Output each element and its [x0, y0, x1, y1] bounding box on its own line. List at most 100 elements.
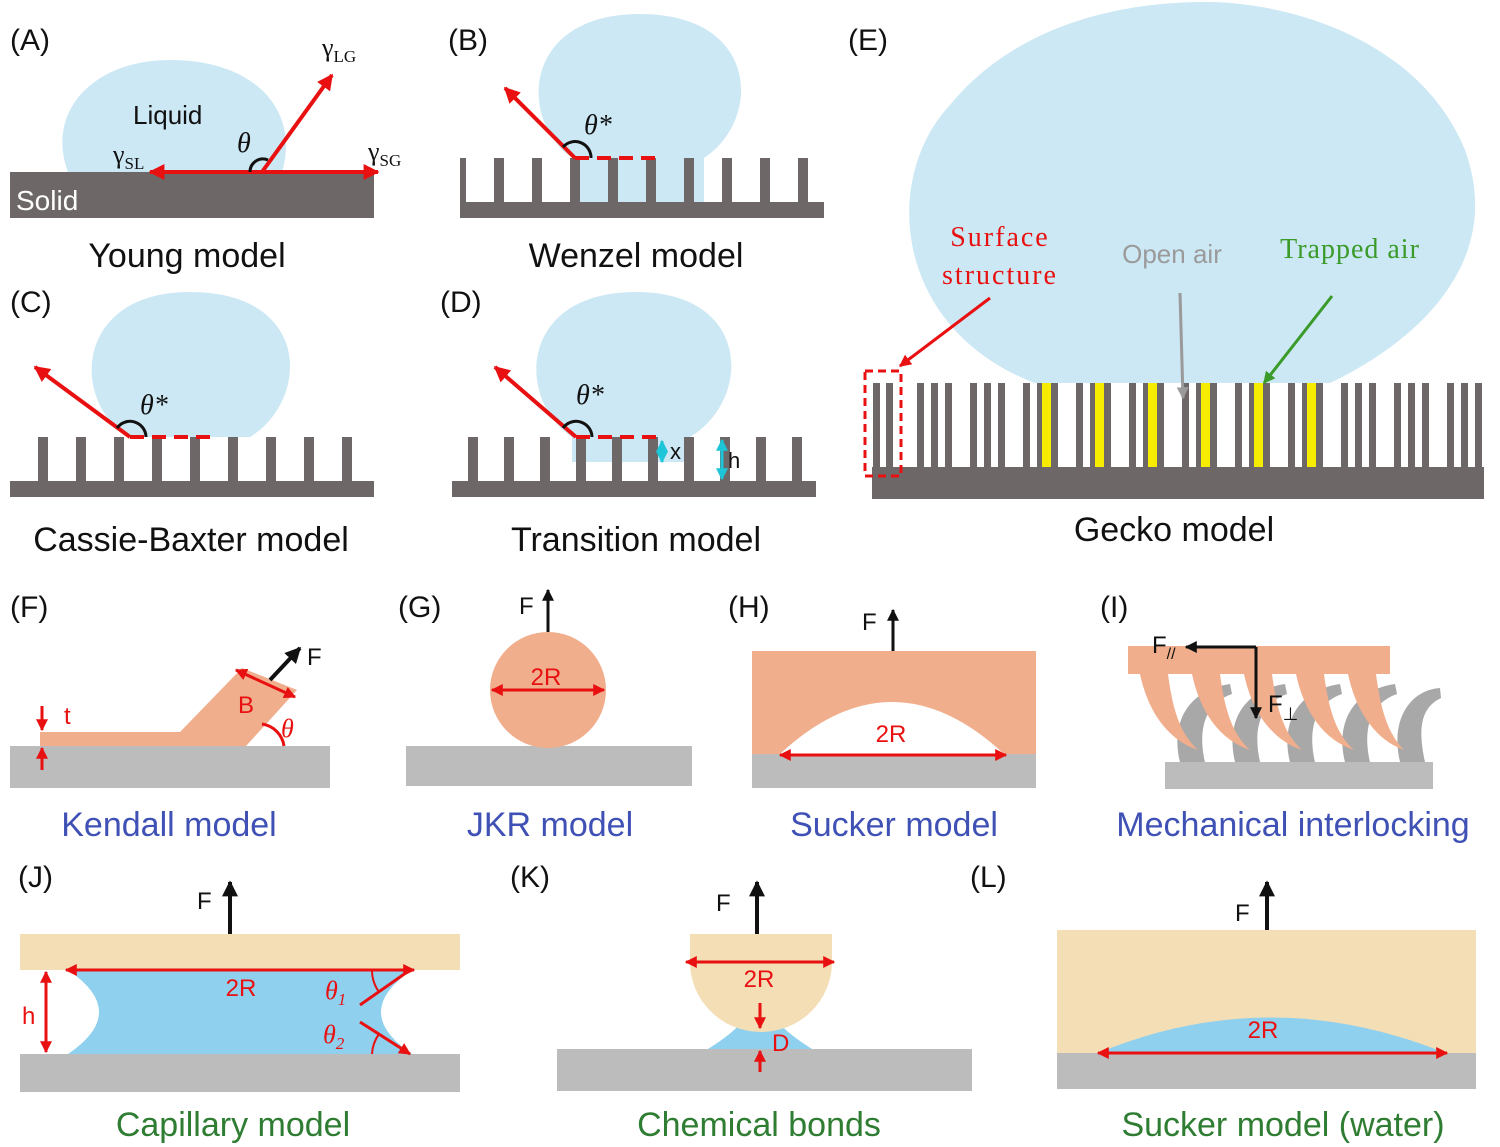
grey-substrate-g [406, 746, 692, 786]
force-parallel-f: F [1152, 632, 1167, 659]
droplet-d [536, 292, 732, 462]
panel-b-tag: (B) [448, 24, 488, 57]
pull-force-label-h: F [862, 609, 877, 636]
peel-angle-label: θ [281, 714, 294, 743]
grey-substrate-h [752, 754, 1036, 788]
peel-angle-arc [261, 722, 286, 747]
gamma-sg-label: γSG [367, 137, 401, 170]
orange-backing-i [1128, 646, 1390, 674]
panel-h-caption: Sucker model [790, 806, 998, 844]
theta2-sub: 2 [336, 1034, 345, 1053]
gamma-sl-sub: SL [125, 154, 145, 173]
panel-e-caption: Gecko model [1074, 511, 1274, 549]
panel-d-transition: (D) θ* x h Transition model [440, 286, 816, 559]
theta1-sub: 1 [338, 990, 347, 1009]
grey-hooks [1177, 684, 1441, 762]
pull-force-label-g: F [519, 593, 534, 620]
grey-substrate-l [1057, 1053, 1476, 1089]
panel-j-tag: (J) [18, 861, 53, 894]
pull-force-label-j: F [197, 888, 212, 915]
grey-substrate-k [557, 1049, 972, 1091]
bridge-diameter-label: 2R [226, 975, 257, 1002]
panel-a-tag: (A) [10, 24, 50, 57]
panel-e-tag: (E) [848, 24, 888, 57]
trapped-air-label: Trapped air [1280, 234, 1420, 265]
comb-base-c [10, 481, 374, 497]
droplet-c [91, 292, 291, 437]
theta2-symbol: θ [323, 1020, 336, 1049]
solid-label: Solid [16, 185, 78, 216]
film-width-label: B [238, 692, 254, 719]
panel-h-tag: (H) [728, 591, 770, 624]
trapped-air-arrow [1262, 295, 1334, 384]
panel-g-caption: JKR model [467, 806, 633, 844]
surface-structure-box [863, 369, 903, 478]
theta1-arc [370, 969, 380, 993]
gamma-lg-label: γLG [321, 33, 356, 66]
surface-structure-label-line2: structure [942, 260, 1058, 291]
water-bridge-j [68, 970, 412, 1054]
film-width-arrow [234, 668, 297, 699]
panel-c-cassie-baxter: (C) θ* Cassie-Baxter model [10, 286, 374, 559]
grey-base-i [1165, 762, 1433, 789]
height-h-label: h [728, 448, 740, 473]
thickness-label: t [64, 703, 71, 730]
panel-g-tag: (G) [398, 591, 441, 624]
angle-arc-c [115, 419, 148, 438]
sucker-body [752, 651, 1036, 754]
force-perp-sub: ⊥ [1283, 704, 1299, 724]
open-air-label: Open air [1122, 239, 1222, 269]
sphere-diameter-label: 2R [531, 664, 562, 691]
peel-force-arrow [268, 646, 302, 682]
comb-teeth-c [10, 437, 374, 481]
panel-j-caption: Capillary model [116, 1106, 350, 1144]
gamma-sl-symbol: γ [112, 140, 125, 169]
gamma-lg-sub: LG [334, 47, 357, 66]
surface-structure-arrow [899, 296, 991, 368]
panel-i-interlocking: (I) F// F⊥ Mechanical interlocking [1100, 591, 1470, 844]
force-perp-label: F⊥ [1268, 691, 1298, 724]
solid-substrate-a [10, 172, 374, 218]
panel-h-sucker: (H) 2R F Sucker model [728, 591, 1036, 844]
force-parallel-label: F// [1152, 632, 1176, 663]
sucker-diameter-label: 2R [876, 721, 907, 748]
comb-base-d [452, 481, 816, 497]
panel-l-tag: (L) [970, 861, 1007, 894]
panel-i-tag: (I) [1100, 591, 1128, 624]
theta-star-label-c: θ* [140, 390, 168, 421]
pocket-diameter-label: 2R [1248, 1017, 1279, 1044]
peel-force-label: F [307, 644, 322, 671]
theta1-symbol: θ [325, 976, 338, 1005]
surface-structure-label-line1: Surface [950, 222, 1050, 253]
gamma-sg-symbol: γ [367, 137, 380, 166]
pillar-array [873, 383, 1482, 467]
orange-hooks [1140, 674, 1404, 750]
pull-force-label-l: F [1235, 900, 1250, 927]
panel-g-jkr: (G) 2R F JKR model [398, 588, 692, 844]
panel-k-chemical: (K) 2R D F Chemical bonds [510, 861, 972, 1144]
panel-a-caption: Young model [88, 237, 285, 275]
panel-k-tag: (K) [510, 861, 550, 894]
panel-j-capillary: (J) 2R h θ1 θ2 F Capillary model [18, 861, 460, 1144]
droplet-a [62, 60, 286, 172]
gap-height-label: h [22, 1003, 35, 1030]
theta-star-label-d: θ* [576, 380, 604, 411]
gamma-sg-sub: SG [380, 151, 402, 170]
open-air-arrow [1176, 292, 1189, 400]
contact-angle-arrow-c [33, 365, 132, 439]
panel-f-tag: (F) [10, 591, 48, 624]
panel-f-kendall: (F) B F θ t Kendall model [10, 591, 330, 844]
panel-b-wenzel: (B) θ* Wenzel model [448, 14, 824, 275]
theta2-tangent [359, 1020, 412, 1056]
hemisphere-diameter-label: 2R [744, 966, 775, 993]
angle-arc-b [561, 140, 593, 159]
pull-force-label-k: F [716, 890, 731, 917]
grey-substrate-f [10, 746, 330, 788]
droplet-b [538, 14, 742, 202]
gecko-substrate [872, 467, 1484, 499]
angle-arc-d [561, 419, 594, 438]
gamma-sl-label: γSL [112, 140, 144, 173]
theta1-tangent [359, 968, 411, 1007]
water-meniscus-k [708, 1020, 812, 1049]
